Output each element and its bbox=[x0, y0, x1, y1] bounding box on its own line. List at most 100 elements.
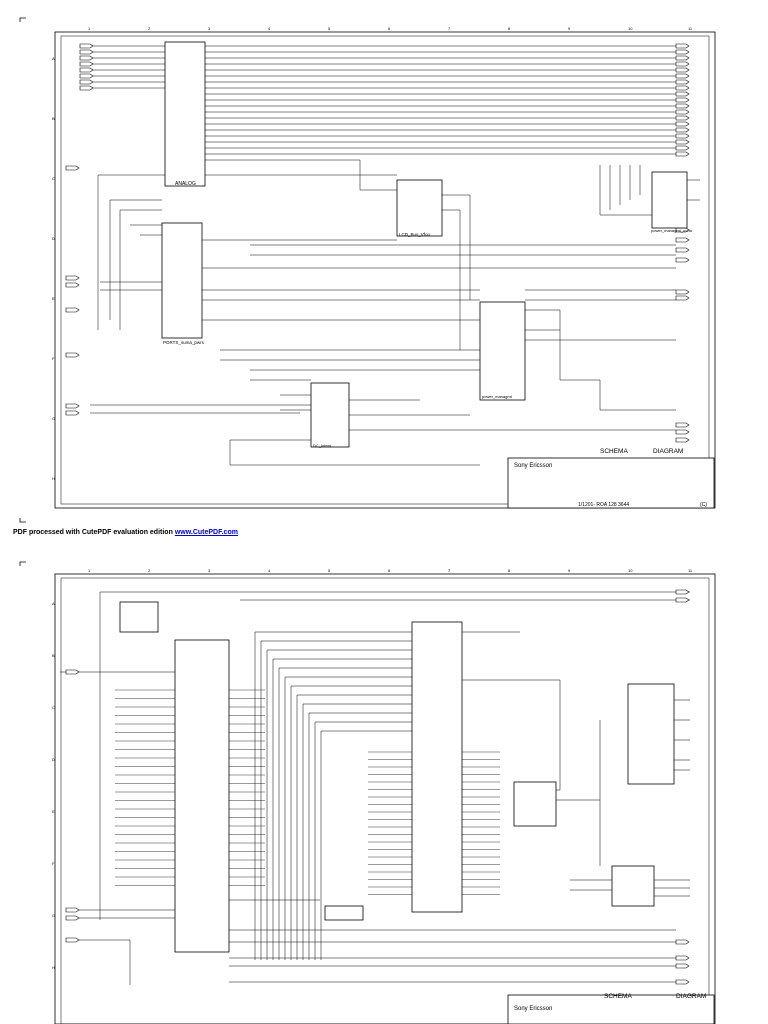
port-connector bbox=[65, 915, 80, 921]
grid-label: G bbox=[52, 913, 55, 918]
grid-label: A bbox=[52, 601, 55, 606]
grid-label: E bbox=[52, 809, 55, 814]
pmu-mid-label: power_managmt bbox=[482, 394, 513, 399]
port-connector bbox=[675, 115, 690, 121]
port-connector bbox=[675, 109, 690, 115]
grid-label: B bbox=[52, 653, 55, 658]
title-block-1 bbox=[507, 457, 715, 509]
port-connector bbox=[675, 73, 690, 79]
port-connector bbox=[675, 79, 690, 85]
port-connector bbox=[65, 352, 80, 358]
port-connector bbox=[675, 133, 690, 139]
grid-label: C bbox=[52, 705, 55, 710]
grid-label: 5 bbox=[328, 26, 331, 31]
document-number: 1/1201- ROA 128 3644 bbox=[578, 502, 629, 508]
cutepdf-notice: PDF processed with CutePDF evaluation ed… bbox=[13, 529, 238, 536]
port-connector bbox=[675, 939, 690, 945]
schema-label: SCHEMA bbox=[604, 993, 632, 1000]
grid-label: B bbox=[52, 116, 55, 121]
grid-label: 8 bbox=[508, 568, 511, 573]
ports-label: PORTS_suma_pwrs bbox=[163, 340, 205, 345]
oled-label: LCD_Bus_Vfoo bbox=[399, 232, 431, 237]
grid-label: 4 bbox=[268, 26, 271, 31]
sheet-2-labels: Sony Ericsson SCHEMA DIAGRAM bbox=[514, 993, 706, 1012]
corner-mark bbox=[19, 561, 26, 566]
grid-label: G bbox=[52, 416, 55, 421]
sheet-2-blocks bbox=[119, 601, 715, 1024]
port-connector bbox=[65, 307, 80, 313]
sheet-1-blocks bbox=[161, 41, 715, 509]
port-connector bbox=[675, 597, 690, 603]
grid-label: D bbox=[52, 757, 55, 762]
port-connector bbox=[675, 589, 690, 595]
sheet-2-border bbox=[54, 573, 716, 1024]
port-connector bbox=[79, 43, 94, 49]
grid-label: E bbox=[52, 296, 55, 301]
oled-block bbox=[396, 179, 443, 237]
port-connector bbox=[65, 403, 80, 409]
grid-labels: 11223344556677889910101111AABBCCDDEEFFGG… bbox=[52, 26, 693, 970]
port-connector bbox=[675, 85, 690, 91]
ic-mid-right bbox=[513, 781, 557, 827]
port-connector bbox=[675, 295, 690, 301]
large-ic-center bbox=[411, 621, 463, 913]
grid-label: 10 bbox=[628, 26, 633, 31]
grid-label: 10 bbox=[628, 568, 633, 573]
clk-label: DC_Intern bbox=[313, 443, 331, 448]
grid-label: 7 bbox=[448, 26, 451, 31]
port-connector bbox=[79, 49, 94, 55]
port-connector bbox=[675, 247, 690, 253]
grid-label: 9 bbox=[568, 26, 571, 31]
port-connector bbox=[79, 85, 94, 91]
ic-right bbox=[627, 683, 675, 785]
grid-label: 9 bbox=[568, 568, 571, 573]
port-connector bbox=[675, 145, 690, 151]
grid-label: 1 bbox=[88, 26, 91, 31]
port-connector bbox=[675, 61, 690, 67]
grid-label: H bbox=[52, 965, 55, 970]
port-connector bbox=[675, 289, 690, 295]
port-connector bbox=[65, 282, 80, 288]
grid-label: 2 bbox=[148, 568, 151, 573]
port-connector bbox=[675, 97, 690, 103]
analog-block bbox=[164, 41, 206, 187]
pmu-top-block bbox=[651, 171, 688, 229]
port-connector bbox=[675, 103, 690, 109]
port-connector bbox=[675, 43, 690, 49]
port-connector bbox=[79, 55, 94, 61]
port-connector bbox=[79, 61, 94, 67]
clk-block bbox=[310, 382, 350, 448]
grid-label: A bbox=[52, 56, 55, 61]
port-connector bbox=[79, 73, 94, 79]
large-ic-left bbox=[174, 639, 230, 953]
port-connector bbox=[65, 669, 80, 675]
grid-label: F bbox=[52, 861, 55, 866]
port-connector bbox=[65, 275, 80, 281]
sheet-1 bbox=[19, 17, 716, 523]
port-connector bbox=[675, 979, 690, 985]
grid-label: 2 bbox=[148, 26, 151, 31]
port-connector bbox=[675, 49, 690, 55]
port-connector bbox=[65, 410, 80, 416]
port-connector bbox=[675, 963, 690, 969]
cutepdf-link[interactable]: www.CutePDF.com bbox=[174, 529, 238, 536]
diagram-label: DIAGRAM bbox=[676, 993, 706, 1000]
company-name: Sony Ericsson bbox=[514, 463, 552, 469]
grid-label: 6 bbox=[388, 568, 391, 573]
pmu-top-label: power_managmt_uorto bbox=[651, 228, 693, 233]
corner-mark bbox=[19, 518, 26, 523]
grid-label: 5 bbox=[328, 568, 331, 573]
grid-label: 11 bbox=[688, 568, 693, 573]
revision: (C) bbox=[700, 502, 707, 508]
diagram-label: DIAGRAM bbox=[653, 448, 683, 455]
sheet-1-border bbox=[54, 31, 716, 509]
port-connector bbox=[675, 67, 690, 73]
grid-label: 4 bbox=[268, 568, 271, 573]
port-connector bbox=[675, 91, 690, 97]
grid-label: 8 bbox=[508, 26, 511, 31]
port-connector bbox=[65, 937, 80, 943]
grid-label: 7 bbox=[448, 568, 451, 573]
grid-label: 3 bbox=[208, 26, 211, 31]
schema-label: SCHEMA bbox=[600, 448, 628, 455]
